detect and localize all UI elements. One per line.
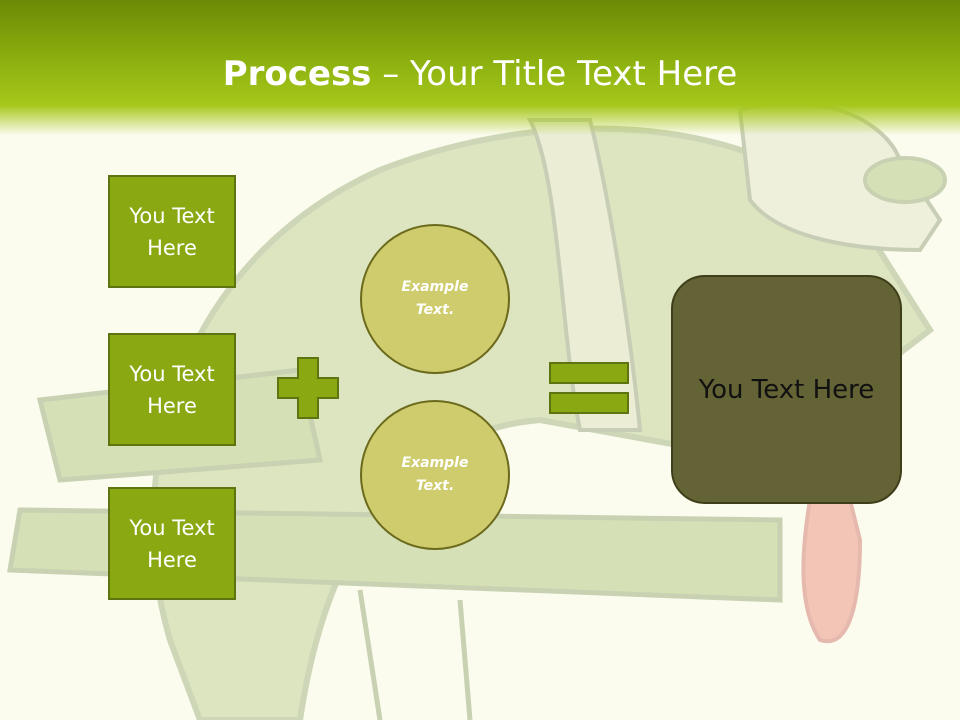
title-bold: Process [222,54,372,94]
left-box-3-text: You Text Here [129,515,215,572]
header-bar [0,0,960,135]
circle-2: Example Text. [360,400,510,550]
equals-icon [549,362,629,414]
circle-1-text: Example Text. [401,279,469,318]
left-box-2: You Text Here [108,333,236,446]
plus-icon [277,357,339,419]
slide-title: Process – Your Title Text Here [0,52,960,96]
left-box-1-text: You Text Here [129,203,215,260]
title-rest: – Your Title Text Here [371,54,738,94]
left-box-1: You Text Here [108,175,236,288]
circle-2-text: Example Text. [401,455,469,494]
left-box-3: You Text Here [108,487,236,600]
result-box: You Text Here [671,275,902,504]
circle-1: Example Text. [360,224,510,374]
result-text: You Text Here [698,374,875,405]
left-box-2-text: You Text Here [129,361,215,418]
